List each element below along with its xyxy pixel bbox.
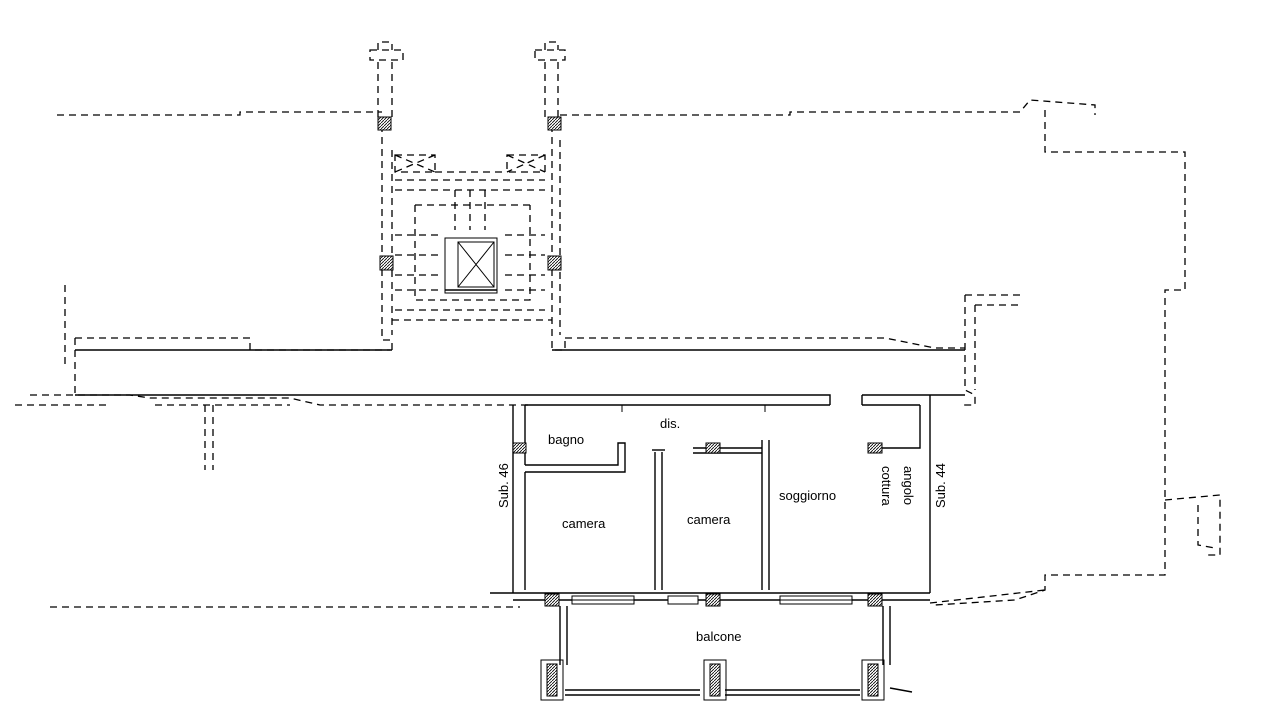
label-dis: dis. [660,416,680,431]
label-camera-1: camera [562,516,606,531]
room-labels: dis. bagno camera camera soggiorno angol… [496,416,948,644]
label-balcone: balcone [696,629,742,644]
pillars [377,116,883,607]
elevator-shaft [444,237,498,294]
apartment-walls [490,395,931,601]
corridor-walls [75,349,965,405]
balcony [540,606,913,701]
building-outline-dashed [15,41,1221,608]
label-soggiorno: soggiorno [779,488,836,503]
label-sub-46: Sub. 46 [496,463,511,508]
label-bagno: bagno [548,432,584,447]
label-sub-44: Sub. 44 [933,463,948,508]
label-camera-2: camera [687,512,731,527]
label-cottura: cottura [879,466,894,507]
label-angolo: angolo [901,466,916,505]
windows [571,595,853,605]
